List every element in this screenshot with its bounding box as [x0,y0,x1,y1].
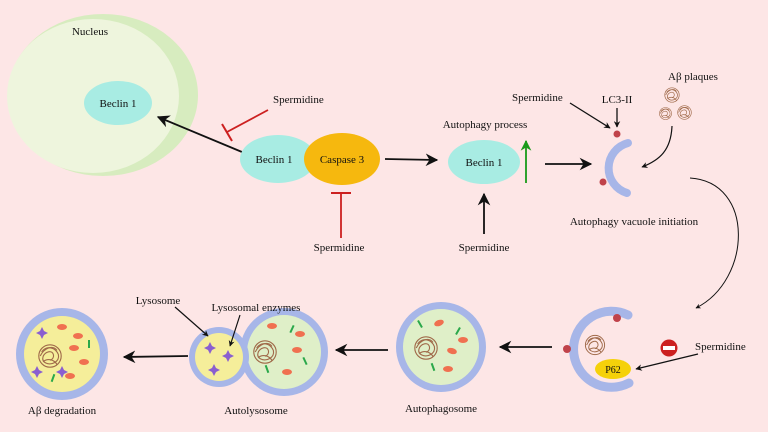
lysosome-label: Lysosome [136,295,181,307]
spermidine-nucleus: Spermidine [273,94,324,106]
lc3-dot [613,130,621,138]
degradation-vesicle [16,308,108,400]
inhibit-icon [660,339,678,357]
beclin-complex-label: Beclin 1 [256,154,293,166]
nucleus: Nucleus Beclin 1 [7,14,198,176]
inhibit-bar-nucleus [221,123,233,142]
autophagy-process-label: Autophagy process [443,119,528,131]
plaque-cluster [659,87,692,120]
abeta-plaques-label: Aβ plaques [668,71,718,83]
autophagosome-label: Autophagosome [405,403,477,415]
lc3-dot [599,178,607,186]
spermidine-caspase: Spermidine [314,242,365,254]
phagophore [599,130,632,197]
arrow-to-degradation [122,350,189,364]
autolysosome [189,308,328,396]
beclin-caspase-complex: Beclin 1 Caspase 3 [240,133,380,185]
nucleus-label: Nucleus [72,26,108,38]
arrow-to-nucleus [156,115,243,153]
autophagosome [396,302,486,392]
beclin-free [448,140,520,184]
p62-protein [595,359,631,379]
beclin-free-label: Beclin 1 [466,157,503,169]
degradation-label: Aβ degradation [28,405,97,417]
beclin-nucleus [84,81,152,125]
p62-label: P62 [605,365,621,376]
p62-engulfing: P62 [563,306,634,392]
spermidine-beclin: Spermidine [459,242,510,254]
inhibit-line-nucleus [226,109,269,133]
lysosomal-enzymes-label: Lysosomal enzymes [212,302,301,314]
lc3-label: LC3-II [602,94,633,106]
lysosomal-enzyme [204,342,234,376]
arrow-plaques-to-vacuole [641,125,673,168]
caspase-3 [304,133,380,185]
arrow-spermidine-p62 [635,353,699,371]
spermidine-p62: Spermidine [695,341,746,353]
arrow-spermidine-lc3 [569,102,611,129]
lc3-dot [563,345,571,353]
arrow-to-beclin [384,153,439,167]
arrow-enzymes [228,314,241,347]
arrow-lysosome [174,306,209,337]
vacuole-initiation-label: Autophagy vacuole initiation [570,216,699,228]
lysosomal-enzyme [31,327,68,378]
lc3-dot [613,314,621,322]
beclin-complex [240,135,316,183]
caspase-label: Caspase 3 [320,154,365,166]
arrow-to-p62-stage [689,177,739,309]
beclin-nucleus-label: Beclin 1 [100,98,137,110]
spermidine-lc3: Spermidine [512,92,563,104]
autolysosome-label: Autolysosome [224,405,288,417]
